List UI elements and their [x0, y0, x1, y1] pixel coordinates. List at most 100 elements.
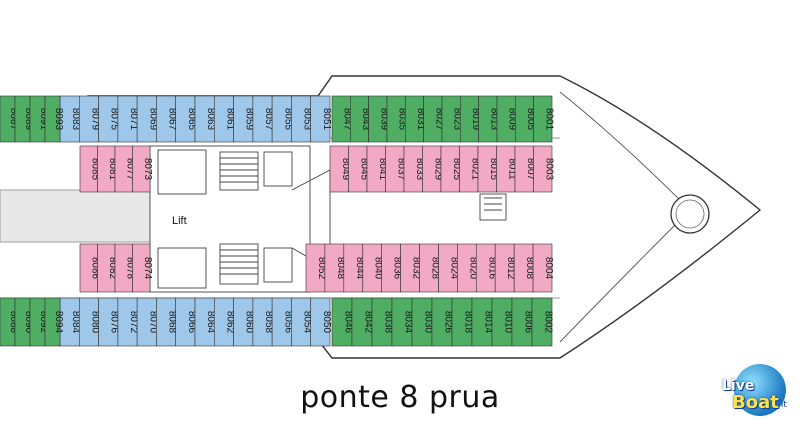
- cabin-number: 8081: [107, 158, 118, 181]
- cabin-number: 8074: [142, 257, 153, 280]
- liveboat-logo: Live Boat .it: [720, 358, 794, 430]
- cabin-number: 8094: [53, 311, 64, 334]
- cabin-number: 8028: [430, 257, 441, 280]
- cabin-number: 8037: [395, 158, 406, 181]
- cabin-number: 8082: [107, 257, 118, 280]
- cabin-number: 8087: [8, 108, 19, 131]
- cabin-number: 8024: [448, 257, 459, 280]
- cabin-number: 8071: [128, 108, 139, 131]
- cabin-number: 8035: [397, 108, 408, 131]
- cabin-number: 8090: [23, 311, 34, 334]
- cabin-8073[interactable]: [132, 145, 151, 193]
- cabin-number: 8072: [128, 311, 139, 334]
- cabin-number: 8092: [38, 311, 49, 334]
- cabin-number: 8034: [403, 311, 414, 334]
- cabin-number: 8085: [89, 158, 100, 181]
- cabin-number: 8075: [109, 108, 120, 131]
- cabin-8093[interactable]: [44, 95, 61, 143]
- bow-porthole: [670, 194, 710, 234]
- cabin-number: 8052: [316, 257, 327, 280]
- cabin-number: 8042: [363, 311, 374, 334]
- cabin-number: 8054: [302, 311, 313, 334]
- cabin-number: 8077: [124, 158, 135, 181]
- cabin-number: 8076: [109, 311, 120, 334]
- logo-line1: Live: [722, 378, 755, 394]
- cabin-number: 8048: [335, 257, 346, 280]
- cabin-number: 8049: [340, 158, 351, 181]
- staircase-bottom: [219, 243, 259, 285]
- cabin-number: 8001: [543, 108, 554, 131]
- cabin-number: 8093: [53, 108, 64, 131]
- cabin-number: 8031: [415, 108, 426, 131]
- cabin-8004[interactable]: [532, 243, 553, 293]
- cabin-number: 8055: [282, 108, 293, 131]
- cabin-number: 8064: [205, 311, 216, 334]
- cabin-number: 8010: [503, 311, 514, 334]
- cabin-number: 8061: [224, 108, 235, 131]
- staircase-top: [219, 151, 259, 191]
- cabin-number: 8068: [167, 311, 178, 334]
- cabin-number: 8079: [89, 108, 100, 131]
- cabin-number: 8053: [302, 108, 313, 131]
- cabin-number: 8063: [205, 108, 216, 131]
- cabin-number: 8070: [147, 311, 158, 334]
- cabin-number: 8002: [543, 311, 554, 334]
- cabin-number: 8058: [263, 311, 274, 334]
- cabin-number: 8020: [467, 257, 478, 280]
- cabin-number: 8018: [463, 311, 474, 334]
- cabin-8051[interactable]: [310, 95, 331, 143]
- cabin-number: 8040: [373, 257, 384, 280]
- cabin-number: 8014: [483, 311, 494, 334]
- stair-lift-core: [149, 145, 507, 293]
- cabin-8001[interactable]: [533, 95, 553, 143]
- cabin-number: 8057: [263, 108, 274, 131]
- cabin-number: 8026: [443, 311, 454, 334]
- cabin-number: 8044: [354, 257, 365, 280]
- cabin-8074[interactable]: [132, 243, 151, 293]
- cabin-8003[interactable]: [533, 145, 553, 193]
- cabin-number: 8013: [488, 108, 499, 131]
- cabin-number: 8084: [70, 311, 81, 334]
- logo-suffix: .it: [778, 400, 787, 410]
- cabin-number: 8059: [244, 108, 255, 131]
- cabin-number: 8041: [377, 158, 388, 181]
- cabin-number: 8078: [124, 257, 135, 280]
- cabin-number: 8050: [321, 311, 332, 334]
- cabin-number: 8066: [186, 311, 197, 334]
- cabin-number: 8089: [23, 108, 34, 131]
- cabin-number: 8030: [423, 311, 434, 334]
- deck-caption: ponte 8 prua: [300, 380, 500, 415]
- cabin-number: 8009: [507, 108, 518, 131]
- cabin-number: 8032: [411, 257, 422, 280]
- cabin-number: 8083: [70, 108, 81, 131]
- cabin-number: 8047: [342, 108, 353, 131]
- cabin-number: 8065: [186, 108, 197, 131]
- cabin-number: 8091: [38, 108, 49, 131]
- cabin-number: 8006: [523, 311, 534, 334]
- cabin-number: 8029: [432, 158, 443, 181]
- cabin-number: 8016: [486, 257, 497, 280]
- bow-porthole-inner: [675, 199, 705, 229]
- globe-icon: [734, 364, 786, 416]
- cabin-number: 8012: [505, 257, 516, 280]
- cabin-number: 8023: [452, 108, 463, 131]
- cabin-number: 8027: [433, 108, 444, 131]
- cabin-number: 8062: [224, 311, 235, 334]
- cabin-number: 8080: [89, 311, 100, 334]
- cabin-8002[interactable]: [531, 297, 553, 347]
- cabin-number: 8069: [147, 108, 158, 131]
- cabin-number: 8086: [89, 257, 100, 280]
- cabin-number: 8039: [378, 108, 389, 131]
- cabin-number: 8015: [488, 158, 499, 181]
- cabin-number: 8025: [451, 158, 462, 181]
- cabin-8094[interactable]: [44, 297, 61, 347]
- cabin-number: 8019: [470, 108, 481, 131]
- cabin-number: 8007: [525, 158, 536, 181]
- cabin-8050[interactable]: [310, 297, 331, 347]
- cabin-number: 8060: [244, 311, 255, 334]
- cabin-number: 8046: [343, 311, 354, 334]
- cabin-number: 8038: [383, 311, 394, 334]
